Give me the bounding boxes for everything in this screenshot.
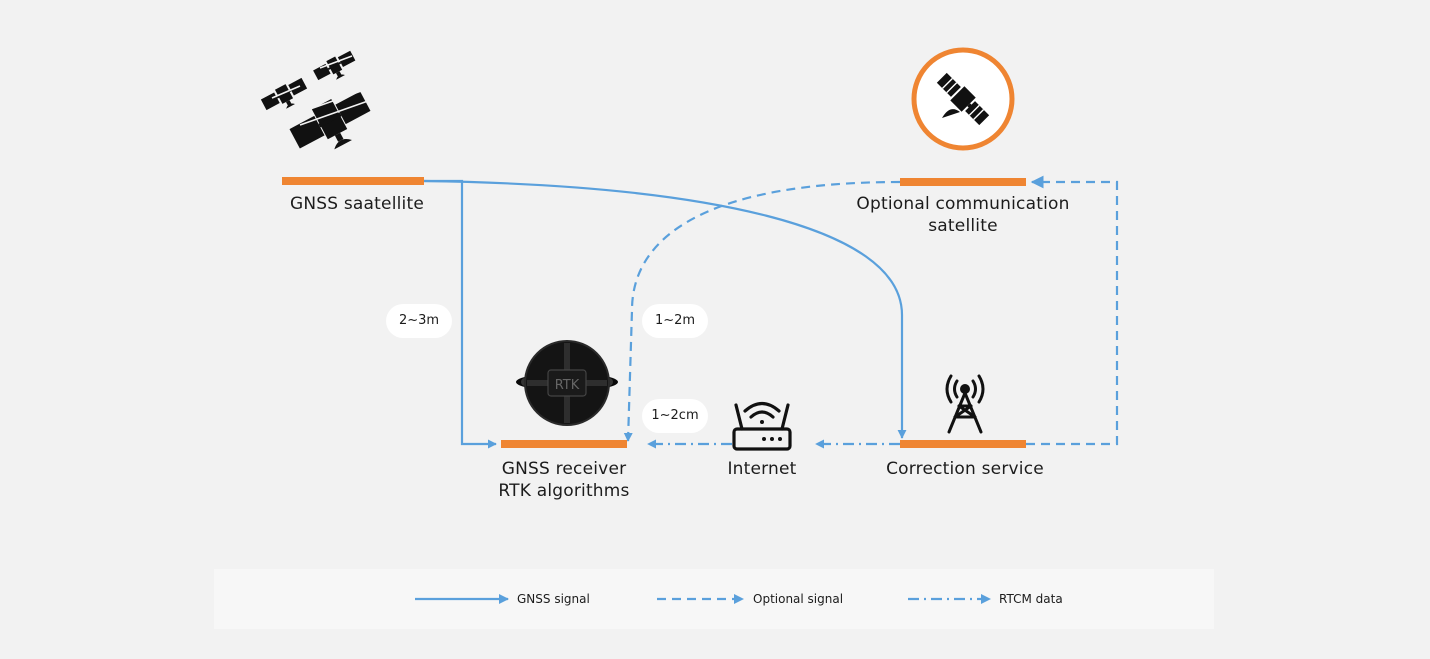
wifi-router-icon [732,401,792,451]
rtk-receiver-icon: RTK [516,340,618,426]
accuracy-pill-optional: 1~2m [642,304,708,338]
gnss-signal-to-correction [423,179,907,439]
comm-satellite-label-line2: satellite [928,216,998,236]
legend-label-gnss: GNSS signal [517,592,590,606]
comm-satellite-label: Optional communication satellite [833,193,1093,237]
gnss-satellite-label: GNSS saatellite [290,194,424,214]
receiver-label: GNSS receiver RTK algorithms [464,458,664,502]
receiver-label-line1: GNSS receiver [501,459,627,479]
comm-satellite-icon [911,47,1015,151]
gnss-signal-to-receiver [424,179,497,449]
correction-service-label: Correction service [886,459,1044,479]
internet-label: Internet [727,459,797,479]
satellite-constellation-icon [260,50,371,150]
accuracy-pill-rtcm: 1~2cm [642,399,708,433]
correction-bar [900,440,1026,448]
optional-signal-correction-to-comm [1026,175,1119,446]
legend-label-optional: Optional signal [753,592,844,606]
comm-satellite-label-line1: Optional communication [856,194,1070,214]
radio-tower-icon [945,374,985,434]
gnss-satellite-bar [282,177,424,185]
comm-satellite-bar [900,178,1026,186]
optional-signal-comm-to-receiver [623,180,901,442]
rtk-device-text: RTK [555,378,580,393]
legend-swatches [415,594,991,604]
legend-label-rtcm: RTCM data [999,592,1063,606]
accuracy-pill-gnss: 2~3m [386,304,452,338]
legend: GNSS signal Optional signal RTCM data [214,569,1214,629]
receiver-bar [501,440,627,448]
receiver-label-line2: RTK algorithms [498,481,630,501]
